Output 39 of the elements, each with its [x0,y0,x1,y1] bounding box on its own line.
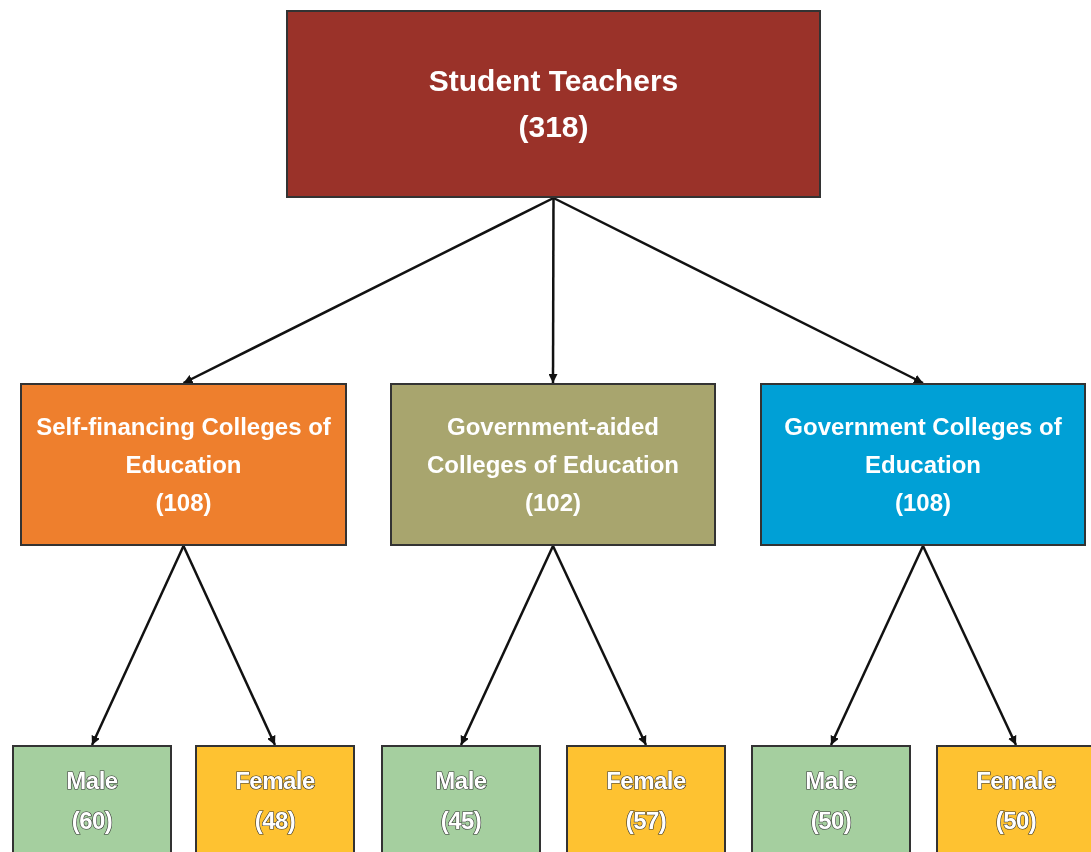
count-label: (50) [995,806,1037,836]
arrow [921,545,1018,746]
node-title: Female [235,766,315,796]
arrow [548,198,558,383]
node-title: Female [976,766,1056,796]
gender-box [381,745,541,852]
node-title: Government-aided Colleges of Education [426,411,680,480]
node-title: Female [606,766,686,796]
count-label: (57) [625,806,667,836]
arrow [90,545,185,746]
count-label: (108) [895,487,951,518]
gender-box [566,745,726,852]
arrow [182,196,555,385]
arrow [829,545,925,746]
node-title: Government Colleges of Education [783,411,1063,480]
arrow [551,545,648,746]
category-box [760,383,1086,546]
category-box [20,383,347,546]
gender-box [195,745,355,852]
node-title: Male [66,766,118,796]
count-label: (102) [525,487,581,518]
node-title: Student Teachers [428,63,679,99]
arrow [459,545,555,746]
count-label: (50) [810,806,852,836]
arrow [182,545,277,746]
count-label: (318) [518,109,589,145]
node-title: Male [435,766,487,796]
gender-box [12,745,172,852]
count-label: (45) [440,806,482,836]
category-box [286,10,821,198]
category-box [390,383,716,546]
node-title: Self-financing Colleges of Education [35,411,332,480]
count-label: (60) [71,806,113,836]
node-title: Male [805,766,857,796]
gender-box [751,745,911,852]
gender-box [936,745,1091,852]
count-label: (108) [155,487,212,518]
arrow [552,196,924,385]
count-label: (48) [254,806,296,836]
